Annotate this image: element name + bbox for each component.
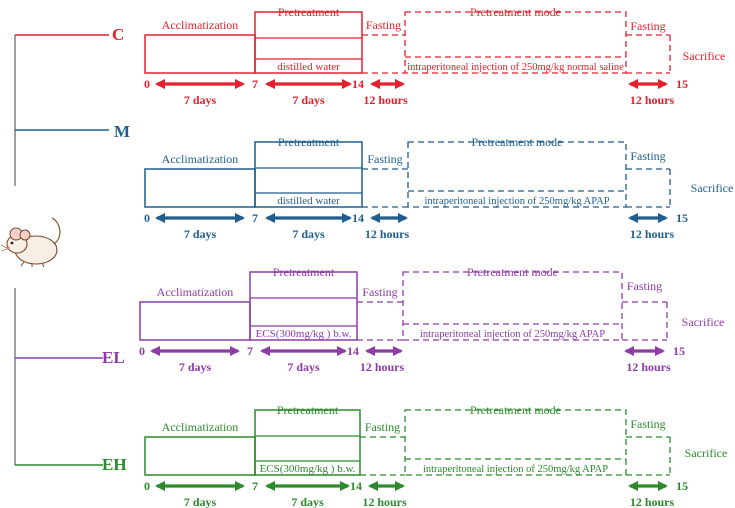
fasting-1-label: Fasting — [367, 152, 402, 166]
tick-label: 7 — [252, 211, 258, 225]
duration-label: 7 days — [287, 360, 320, 374]
pretreatment-label: Pretreatment — [278, 5, 340, 19]
acclimatization-box — [144, 168, 256, 208]
bracket-bottom — [14, 288, 103, 466]
pretreatment-mode-box — [404, 409, 627, 476]
pretreatment-box — [249, 271, 358, 341]
duration-label: 12 hours — [630, 495, 675, 508]
group-label: EL — [102, 348, 125, 367]
fasting-1-label: Fasting — [362, 285, 397, 299]
acclimatization-label: Acclimatization — [157, 285, 234, 299]
fasting-2-label: Fasting — [630, 19, 665, 33]
fasting-2-label: Fasting — [630, 149, 665, 163]
tick-label: 15 — [676, 479, 688, 493]
tick-label: 0 — [144, 77, 150, 91]
tick-label: 15 — [676, 77, 688, 91]
pretreatment-mode-label: Pretreatment mode — [472, 135, 563, 149]
pretreatment-content: distilled water — [277, 195, 340, 207]
pretreatment-mode-box — [407, 141, 627, 208]
pretreatment-mode-label: Pretreatment mode — [470, 5, 561, 19]
tick-label: 7 — [252, 77, 258, 91]
acclimatization-label: Acclimatization — [162, 152, 239, 166]
pretreatment-label: Pretreatment — [273, 265, 335, 279]
duration-label: 12 hours — [365, 227, 410, 241]
acclimatization-box — [144, 34, 256, 74]
pretreatment-mode-box — [402, 271, 623, 341]
pretreatment-mode-label: Pretreatment mode — [467, 265, 558, 279]
sacrifice-label: Sacrifice — [685, 446, 728, 460]
pretreatment-mode-box — [404, 11, 627, 74]
group-c-timeline: C Acclimatization Pretreatment distilled wa… — [112, 5, 725, 107]
fasting-1-label: Fasting — [365, 420, 400, 434]
bracket-top — [14, 34, 109, 186]
duration-label: 12 hours — [630, 93, 675, 107]
pretreatment-box — [254, 11, 363, 74]
pretreatment-content: ECS(300mg/kg ) b.w. — [256, 328, 352, 340]
duration-label: 7 days — [292, 227, 325, 241]
pretreatment-content: distilled water — [277, 61, 340, 73]
tick-label: 0 — [139, 344, 145, 358]
sacrifice-label: Sacrifice — [682, 315, 725, 329]
acclimatization-box — [139, 301, 251, 341]
tick-label: 14 — [352, 211, 364, 225]
tick-label: 7 — [247, 344, 253, 358]
pretreatment-box — [254, 409, 361, 476]
pretreatment-mode-label: Pretreatment mode — [470, 403, 561, 417]
group-label: C — [112, 25, 124, 44]
tick-label: 7 — [252, 479, 258, 493]
duration-label: 7 days — [184, 227, 217, 241]
pretreatment-content: ECS(300mg/kg ) b.w. — [260, 463, 356, 475]
tick-label: 0 — [144, 479, 150, 493]
duration-label: 7 days — [292, 93, 325, 107]
duration-label: 12 hours — [626, 360, 671, 374]
injection-label: intraperitoneal injection of 250mg/kg AP… — [420, 329, 605, 340]
pretreatment-box — [254, 141, 363, 208]
tick-label: 14 — [347, 344, 359, 358]
injection-label: intraperitoneal injection of 250mg/kg AP… — [424, 196, 609, 207]
duration-label: 12 hours — [362, 495, 407, 508]
pretreatment-label: Pretreatment — [278, 135, 340, 149]
duration-label: 7 days — [184, 93, 217, 107]
tick-label: 15 — [676, 211, 688, 225]
duration-label: 12 hours — [630, 227, 675, 241]
injection-label: intraperitoneal injection of 250mg/kg AP… — [423, 464, 608, 475]
group-el-timeline: EL Acclimatization PretreatmentECS(300mg/k… — [102, 265, 724, 374]
group-label: M — [114, 122, 130, 141]
mouse-icon — [0, 217, 61, 268]
fasting-1-label: Fasting — [366, 18, 401, 32]
tick-label: 14 — [352, 77, 364, 91]
acclimatization-label: Acclimatization — [162, 18, 239, 32]
duration-label: 7 days — [184, 495, 217, 508]
group-eh-timeline: EH Acclimatization PretreatmentECS(300mg/k… — [102, 403, 727, 508]
fasting-2-label: Fasting — [627, 279, 662, 293]
tick-label: 0 — [144, 211, 150, 225]
tick-label: 15 — [673, 344, 685, 358]
duration-label: 12 hours — [363, 93, 408, 107]
fasting-2-label: Fasting — [630, 417, 665, 431]
acclimatization-label: Acclimatization — [162, 420, 239, 434]
duration-label: 7 days — [291, 495, 324, 508]
pretreatment-label: Pretreatment — [277, 403, 339, 417]
duration-label: 7 days — [179, 360, 212, 374]
sacrifice-label: Sacrifice — [691, 181, 734, 195]
tick-label: 14 — [350, 479, 362, 493]
injection-label: intraperitoneal injection of 250mg/kg no… — [407, 62, 624, 73]
acclimatization-box — [144, 436, 256, 476]
group-label: EH — [102, 455, 127, 474]
sacrifice-label: Sacrifice — [683, 49, 726, 63]
duration-label: 12 hours — [360, 360, 405, 374]
group-m-timeline: M Acclimatization Pretreatment distilled wa… — [114, 122, 733, 241]
